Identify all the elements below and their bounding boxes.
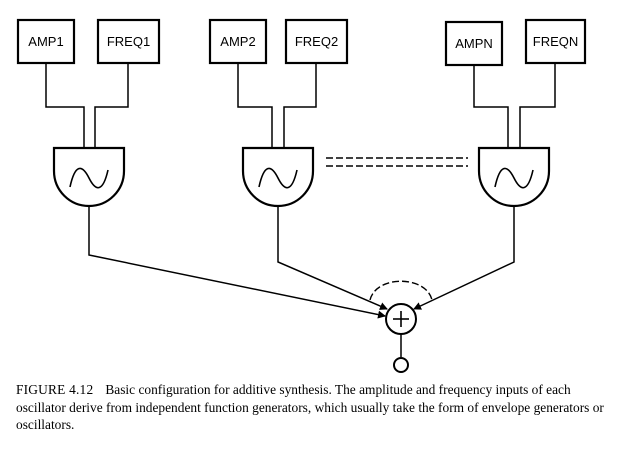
sine-wave-icon <box>494 167 534 189</box>
amp2-to-oscillator2-wire <box>237 63 273 148</box>
freq1-to-oscillator1-wire <box>94 63 129 148</box>
oscillator-n <box>477 146 551 208</box>
ampn-generator: AMPN <box>444 20 504 67</box>
amp2-label: AMP2 <box>220 34 255 49</box>
freq2-generator: FREQ2 <box>284 18 349 65</box>
oscillator2-output-wire <box>277 206 388 310</box>
oscillator1-output-wire <box>88 206 386 319</box>
amp1-to-oscillator1-wire <box>45 63 85 148</box>
ampn-label: AMPN <box>455 36 493 51</box>
freq1-label: FREQ1 <box>107 34 150 49</box>
freq1-generator: FREQ1 <box>96 18 161 65</box>
figure-label: FIGURE 4.12 <box>16 382 94 397</box>
amp1-label: AMP1 <box>28 34 63 49</box>
amp2-generator: AMP2 <box>208 18 268 65</box>
freq2-to-oscillator2-wire <box>283 63 317 148</box>
additive-synthesis-diagram: AMP1 FREQ1 AMP2 FREQ2 AMPN FREQN <box>16 18 587 373</box>
sine-wave-icon <box>69 167 109 189</box>
freqn-label: FREQN <box>533 34 579 49</box>
summing-node <box>385 303 417 335</box>
more-inputs-dashed-arc <box>369 280 433 301</box>
caption-text: Basic configuration for additive synthes… <box>16 382 604 432</box>
amp1-generator: AMP1 <box>16 18 76 65</box>
ampn-to-oscillatorn-wire <box>473 65 509 148</box>
oscillatorn-output-wire <box>413 206 515 310</box>
freqn-to-oscillatorn-wire <box>519 63 556 148</box>
oscillator-1 <box>52 146 126 208</box>
sine-wave-icon <box>258 167 298 189</box>
oscillator-2 <box>241 146 315 208</box>
freqn-generator: FREQN <box>524 18 587 65</box>
freq2-label: FREQ2 <box>295 34 338 49</box>
output-terminal <box>393 357 409 373</box>
